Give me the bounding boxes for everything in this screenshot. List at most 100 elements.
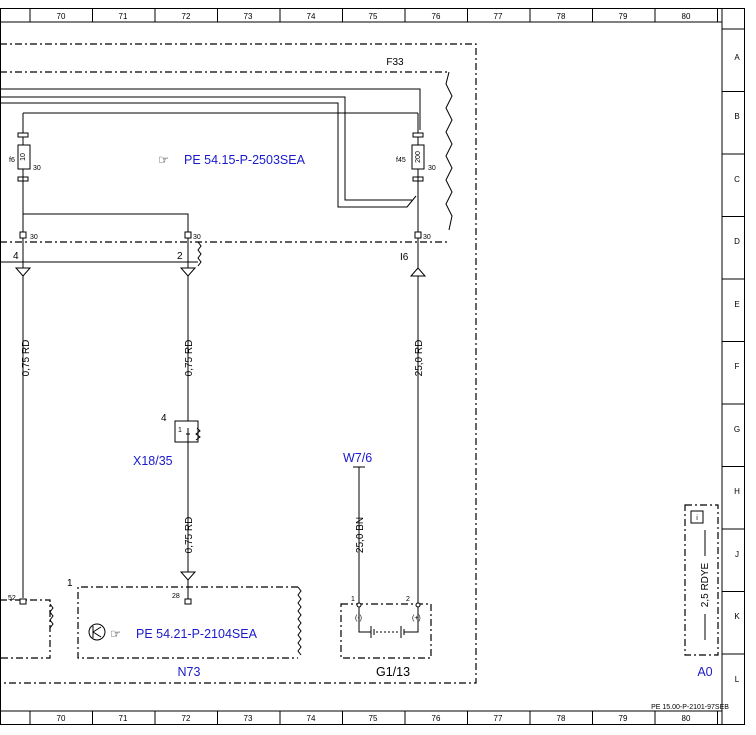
- col-label: 78: [557, 714, 566, 723]
- column-ticks: [29, 8, 718, 724]
- battery-terminal-minus: [356, 602, 362, 608]
- battery-pin1: 1: [351, 596, 355, 603]
- info-icon: [690, 510, 704, 524]
- col-label: 76: [432, 714, 441, 723]
- fuse-right-number: f45: [396, 157, 406, 164]
- legend-wire-label: 2,5 RDYE: [700, 562, 711, 607]
- row-label: B: [734, 112, 739, 121]
- fuse-right-top-cap: [412, 132, 424, 138]
- col-label: 76: [432, 12, 441, 21]
- relay-box: [174, 420, 199, 443]
- row-label: A: [734, 53, 740, 62]
- hand-pointer-icon: ☞: [110, 627, 121, 641]
- col-label: 77: [494, 12, 503, 21]
- fuse-left-number: f6: [9, 157, 15, 164]
- enclosure-outline: [0, 43, 477, 684]
- wire-left-label: 0,75 RD: [21, 340, 32, 377]
- n73-id[interactable]: N73: [178, 665, 201, 679]
- plug-mid-number: 2: [177, 251, 183, 262]
- fuse-box-label: F33: [386, 57, 404, 68]
- col-label: 77: [494, 714, 503, 723]
- fuse-left-terminal: 30: [33, 165, 41, 172]
- n73-pin-number: 28: [172, 593, 180, 600]
- n73-pin-box: [184, 598, 192, 605]
- relay-contact: [186, 428, 190, 442]
- relay-inner-number: 1: [178, 427, 182, 434]
- row-ticks: [722, 28, 745, 655]
- wire-right-label: 25,0 RD: [414, 340, 425, 377]
- row-label: H: [734, 487, 740, 496]
- n73-corner-number: 1: [67, 578, 73, 589]
- left-component-outline: [0, 599, 51, 659]
- row-label: D: [734, 237, 740, 246]
- row-label: C: [734, 175, 740, 184]
- col-label: 79: [619, 714, 628, 723]
- left-component-pin-box: [19, 598, 27, 605]
- left-component-pin: 52: [8, 595, 16, 602]
- plug-mid-arrow: [179, 267, 197, 277]
- battery-id: G1/13: [376, 665, 410, 679]
- connector-left-term: 30: [30, 234, 38, 241]
- ground-id[interactable]: W7/6: [343, 451, 372, 465]
- busbar-outer: [0, 88, 421, 130]
- row-label: F: [735, 362, 740, 371]
- battery-plus-label: (+): [412, 615, 421, 622]
- relay-x18-35: 4 1 X18/35: [133, 413, 201, 468]
- col-label: 70: [57, 12, 66, 21]
- battery-leads: [358, 607, 419, 633]
- upper-reference: ☞ PE 54.15-P-2503SEA: [158, 153, 306, 167]
- legend-id[interactable]: A0: [697, 665, 712, 679]
- wire-mid-lower-label: 0,75 RD: [184, 517, 195, 554]
- mid-branch-feed: [23, 213, 189, 242]
- connector-mid-term: 30: [193, 234, 201, 241]
- row-label: E: [734, 300, 739, 309]
- connector-right-term: 30: [423, 234, 431, 241]
- plug-left-number: 4: [13, 251, 19, 262]
- fuse-right-rating: 200: [415, 151, 422, 163]
- sheet-frame: [0, 8, 745, 725]
- legend-outline: [684, 504, 719, 656]
- legend-a0: i 2,5 RDYE A0: [684, 504, 719, 679]
- col-label: 71: [119, 12, 128, 21]
- ground-w7-6: W7/6 25,0 BN: [343, 451, 372, 604]
- plug-n73-arrow: [179, 571, 197, 581]
- col-label: 70: [57, 714, 66, 723]
- relay-coil: [195, 427, 201, 441]
- plug-right-label: I6: [400, 252, 409, 263]
- battery-g1-13: 1 2 (-) (+) G1/13: [340, 596, 432, 679]
- row-label: J: [735, 550, 739, 559]
- col-label: 75: [369, 714, 378, 723]
- n73-break: [297, 586, 302, 656]
- fuse-left-body: [17, 144, 31, 170]
- transistor-icon-lines: [92, 626, 102, 638]
- info-icon-glyph: i: [696, 515, 698, 522]
- relay-id[interactable]: X18/35: [133, 454, 173, 468]
- col-label: 73: [244, 714, 253, 723]
- row-label: K: [734, 612, 740, 621]
- busbar-inner: [0, 102, 417, 208]
- fuse-right-terminal: 30: [428, 165, 436, 172]
- col-label: 79: [619, 12, 628, 21]
- component-n73: 1 28 ☞ PE 54.21-P-2104SEA N73: [67, 578, 302, 679]
- plug-right-arrow: [409, 267, 427, 277]
- busbar-mid: [0, 96, 412, 201]
- left-component-break: [49, 603, 54, 629]
- ground-wire-label: 25,0 BN: [355, 517, 366, 553]
- hand-pointer-icon: ☞: [158, 153, 169, 167]
- fuse-box-break: [445, 71, 453, 231]
- plug-left-arrow: [14, 267, 32, 277]
- col-label: 72: [182, 714, 191, 723]
- wire-mid-upper-label: 0,75 RD: [184, 340, 195, 377]
- connector-row: 30 30 30: [19, 231, 431, 241]
- lower-reference-text[interactable]: PE 54.21-P-2104SEA: [136, 627, 258, 641]
- upper-reference-text[interactable]: PE 54.15-P-2503SEA: [184, 153, 306, 167]
- col-label: 75: [369, 12, 378, 21]
- n73-outline: [77, 586, 298, 659]
- relay-pin-number: 4: [161, 413, 167, 424]
- col-label: 74: [307, 12, 316, 21]
- transistor-icon: [88, 623, 106, 641]
- col-label: 74: [307, 714, 316, 723]
- ground-wire: [353, 466, 365, 604]
- col-label: 78: [557, 12, 566, 21]
